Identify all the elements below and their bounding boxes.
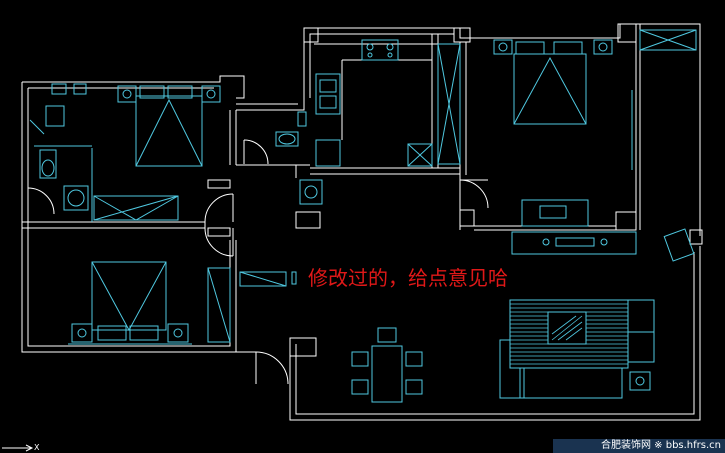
bed-2 <box>91 261 167 331</box>
dining-table <box>371 345 403 403</box>
axis-marker: X <box>34 443 40 452</box>
watermark-footer: 合肥装饰网 ※ bbs.hfrs.cn <box>553 439 725 453</box>
bed-1 <box>135 95 203 167</box>
bed-3 <box>513 53 587 125</box>
ucs-icon <box>2 444 34 452</box>
rug <box>509 299 629 369</box>
annotation-text: 修改过的，给点意见哈 <box>308 266 508 290</box>
furniture <box>29 29 697 403</box>
walls <box>21 23 703 421</box>
stove <box>361 39 399 61</box>
door-swings <box>27 139 489 385</box>
